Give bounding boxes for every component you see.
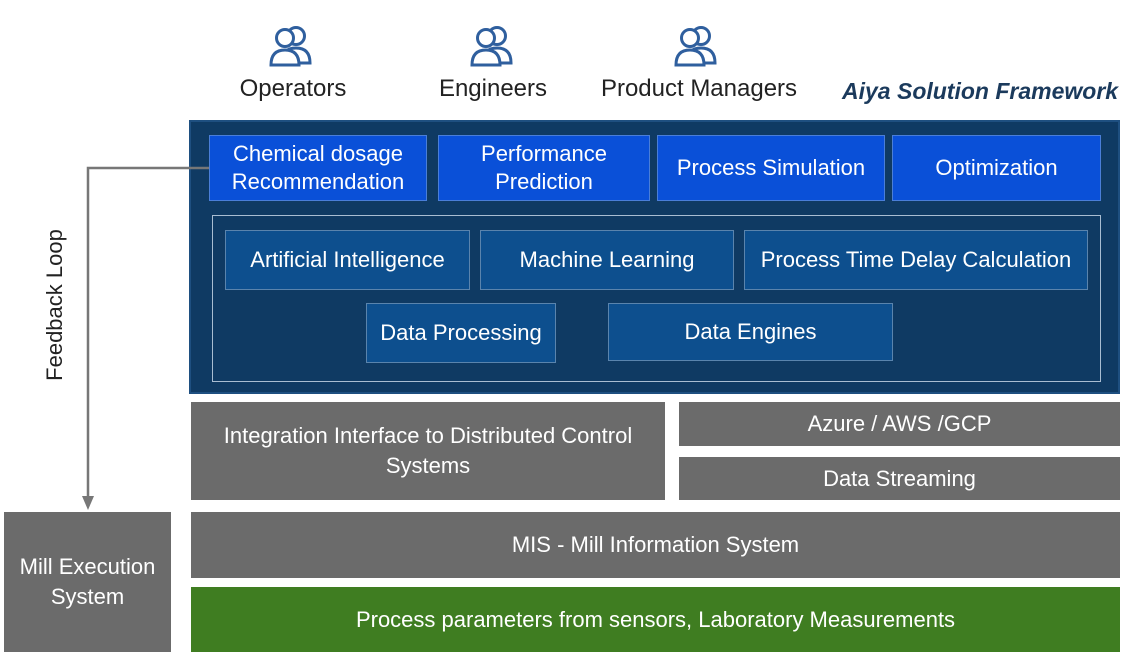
app-box-performance-prediction: Performance Prediction [438, 135, 650, 201]
user-label-product-managers: Product Managers [600, 75, 798, 102]
feedback-loop-label-wrap: Feedback Loop [0, 229, 130, 381]
app-box-chemical-dosage: Chemical dosage Recommendation [209, 135, 427, 201]
user-label-engineers: Engineers [438, 75, 548, 102]
core-frame [212, 215, 1101, 382]
user-label-operators: Operators [239, 75, 347, 102]
users-icon [266, 22, 316, 68]
cloud-box: Azure / AWS /GCP [679, 402, 1120, 446]
data-streaming-box: Data Streaming [679, 457, 1120, 500]
core-box-time-delay: Process Time Delay Calculation [744, 230, 1088, 290]
integration-interface-box: Integration Interface to Distributed Con… [191, 402, 665, 500]
app-box-process-simulation: Process Simulation [657, 135, 885, 201]
core-box-ai: Artificial Intelligence [225, 230, 470, 290]
sensors-box: Process parameters from sensors, Laborat… [191, 587, 1120, 652]
feedback-loop-label: Feedback Loop [42, 229, 68, 381]
core-box-ml: Machine Learning [480, 230, 734, 290]
mill-execution-box: Mill Execution System [4, 512, 171, 652]
users-icon [671, 22, 721, 68]
users-icon [467, 22, 517, 68]
core-box-data-engines: Data Engines [608, 303, 893, 361]
framework-title: Aiya Solution Framework [842, 77, 1119, 104]
mis-box: MIS - Mill Information System [191, 512, 1120, 578]
core-box-data-processing: Data Processing [366, 303, 556, 363]
feedback-arrow [82, 166, 209, 510]
app-box-optimization: Optimization [892, 135, 1101, 201]
